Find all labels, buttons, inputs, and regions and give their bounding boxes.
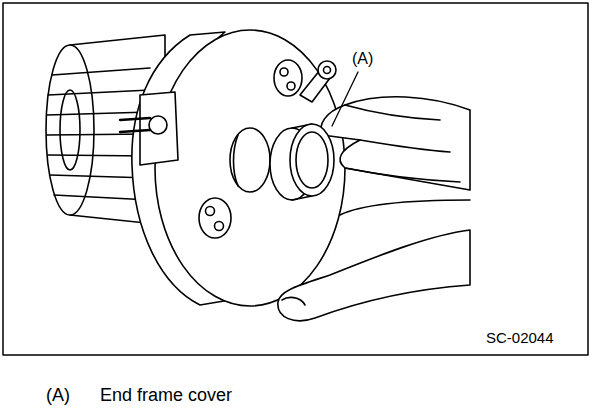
thumb <box>278 200 470 321</box>
caption-callout: (A) <box>46 386 70 406</box>
figure-code: SC-02044 <box>486 330 554 347</box>
leader-line <box>332 72 358 126</box>
hand <box>321 97 470 190</box>
caption-text: End frame cover <box>100 386 232 406</box>
end-frame-cover <box>270 124 334 200</box>
end-frame <box>120 30 345 306</box>
callout-label: (A) <box>352 50 373 68</box>
figure-frame <box>3 3 588 355</box>
